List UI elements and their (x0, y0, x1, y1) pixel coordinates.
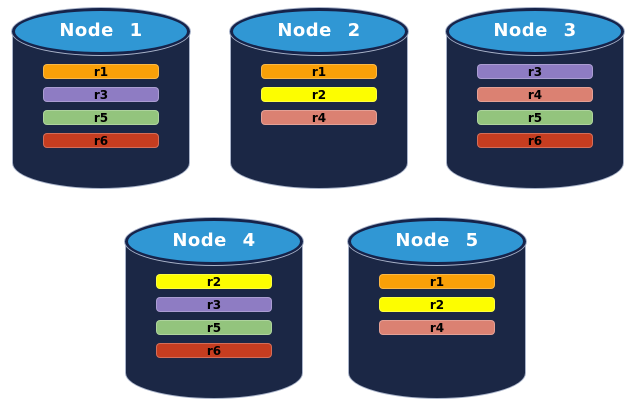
replica-list: r1 r3 r5 r6 (43, 64, 159, 148)
node-2-cylinder: Node 2 r1 r2 r4 (230, 8, 408, 189)
replica-bar-r2: r2 (379, 297, 495, 312)
cylinder-top-ellipse: Node 2 (230, 8, 408, 55)
cylinder-top-ellipse: Node 4 (125, 218, 303, 265)
cylinder-top-ellipse: Node 1 (12, 8, 190, 55)
replica-bar-r4: r4 (379, 320, 495, 335)
replica-bar-r4: r4 (261, 110, 377, 125)
replica-bar-r5: r5 (477, 110, 593, 125)
node-5-cylinder: Node 5 r1 r2 r4 (348, 218, 526, 399)
replica-list: r3 r4 r5 r6 (477, 64, 593, 148)
node-label: Node 2 (277, 20, 361, 41)
replica-bar-r3: r3 (156, 297, 272, 312)
cylinder-top-ellipse: Node 5 (348, 218, 526, 265)
replica-bar-r1: r1 (43, 64, 159, 79)
node-4-cylinder: Node 4 r2 r3 r5 r6 (125, 218, 303, 399)
replica-list: r1 r2 r4 (379, 274, 495, 335)
replica-bar-r4: r4 (477, 87, 593, 102)
replica-bar-r2: r2 (156, 274, 272, 289)
cylinder-top-ellipse: Node 3 (446, 8, 624, 55)
node-label: Node 4 (172, 230, 256, 251)
node-1-cylinder: Node 1 r1 r3 r5 r6 (12, 8, 190, 189)
replica-bar-r1: r1 (261, 64, 377, 79)
node-label: Node 1 (59, 20, 143, 41)
replica-bar-r2: r2 (261, 87, 377, 102)
replica-list: r2 r3 r5 r6 (156, 274, 272, 358)
replica-bar-r5: r5 (43, 110, 159, 125)
node-label: Node 3 (493, 20, 577, 41)
replica-bar-r5: r5 (156, 320, 272, 335)
replica-bar-r6: r6 (156, 343, 272, 358)
replica-bar-r6: r6 (477, 133, 593, 148)
replica-bar-r3: r3 (43, 87, 159, 102)
replica-list: r1 r2 r4 (261, 64, 377, 125)
replica-bar-r3: r3 (477, 64, 593, 79)
replica-bar-r1: r1 (379, 274, 495, 289)
node-label: Node 5 (395, 230, 479, 251)
node-3-cylinder: Node 3 r3 r4 r5 r6 (446, 8, 624, 189)
replica-bar-r6: r6 (43, 133, 159, 148)
